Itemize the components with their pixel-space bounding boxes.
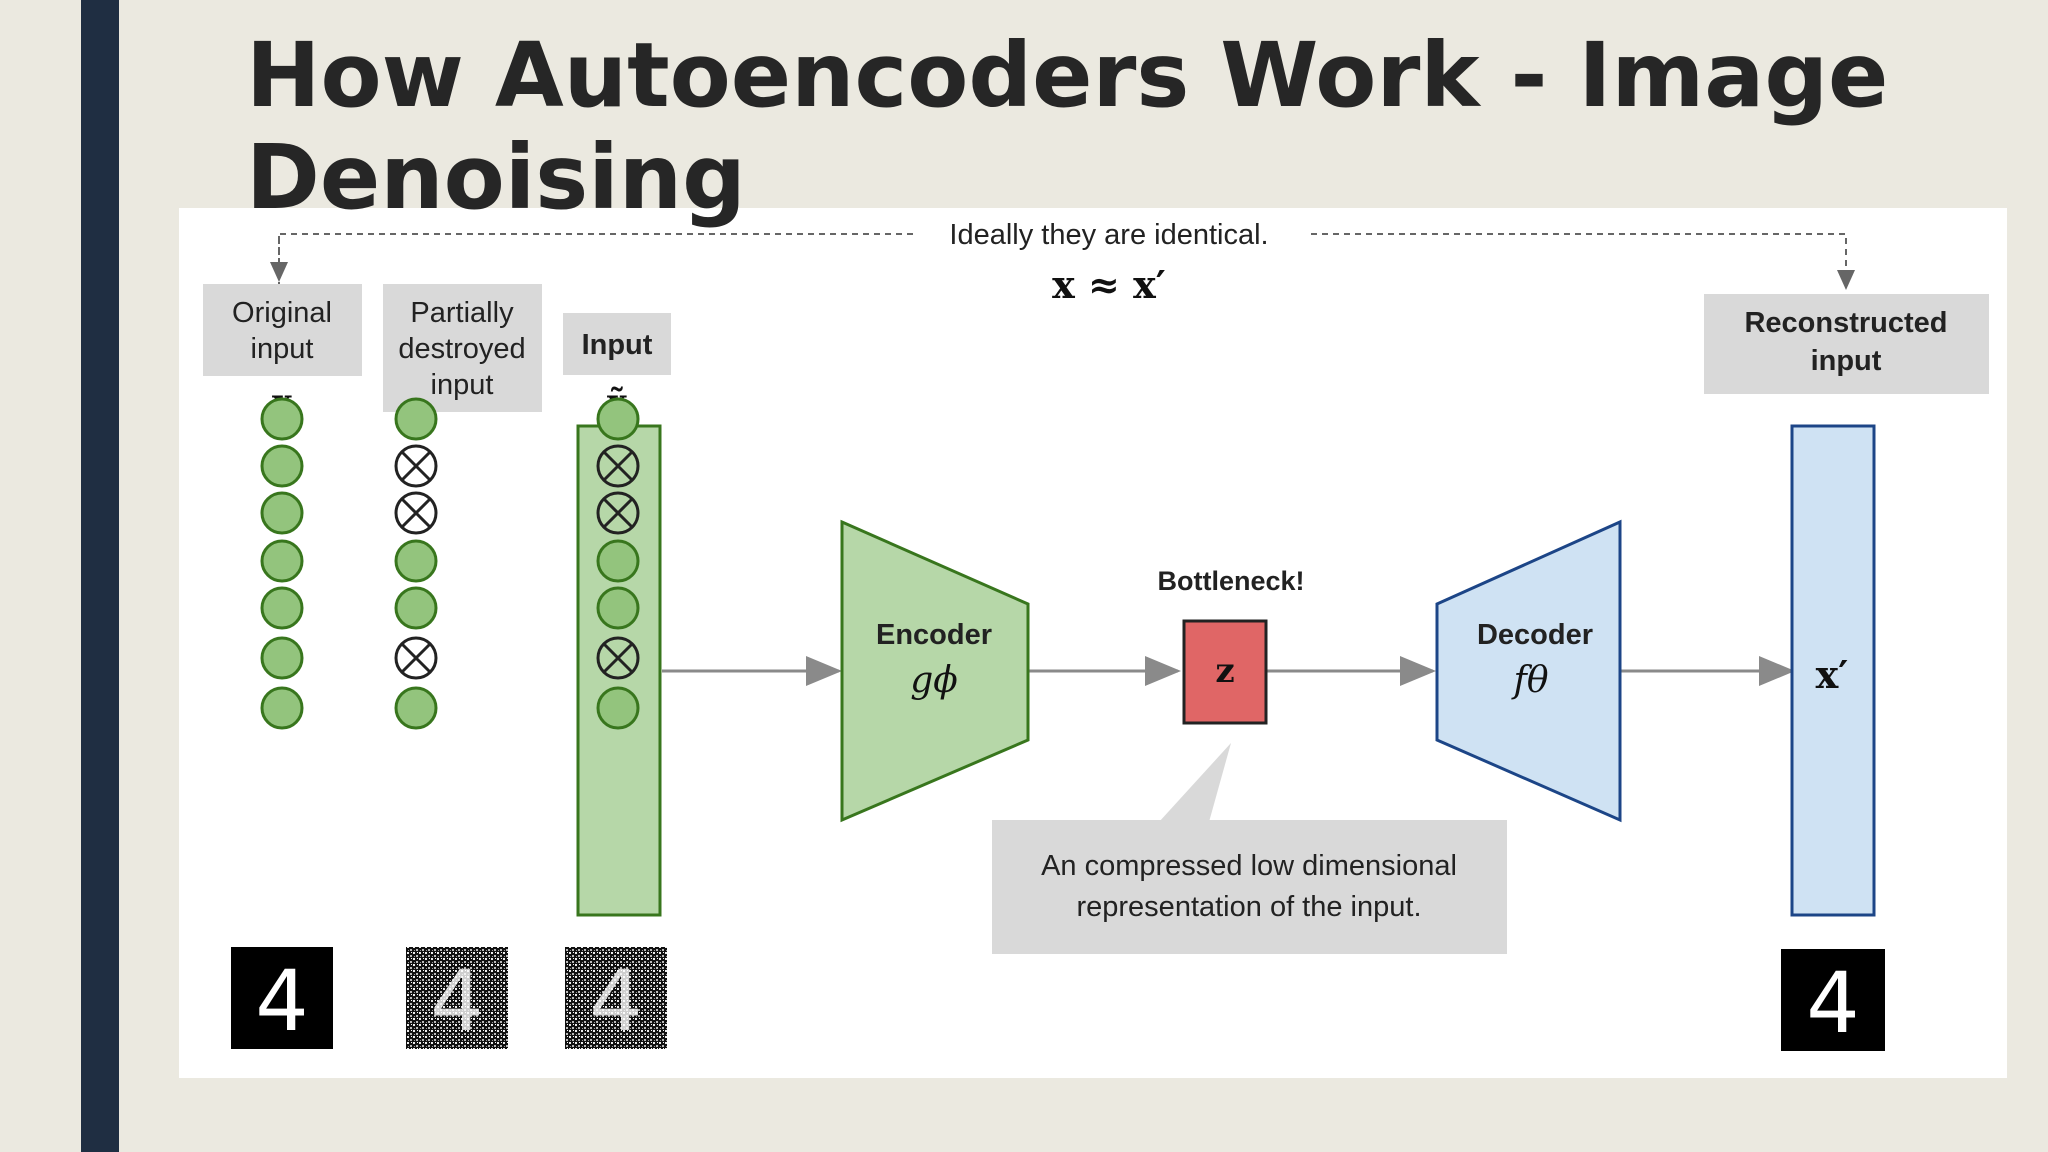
neuron-node: [394, 397, 438, 441]
label-reconstructed-1: Reconstructed: [1744, 307, 1947, 339]
output-layer-frame: [1790, 424, 1876, 917]
symbol-x-prime: x′: [1816, 652, 1849, 697]
neuron-node: [394, 586, 438, 630]
label-box-input: [563, 313, 671, 375]
node-column-partial: [394, 397, 438, 730]
label-partial-1: Partially: [410, 297, 514, 329]
node-column-original: [260, 397, 304, 730]
encoder-function: gϕ: [910, 660, 958, 701]
dropped-neuron-node: [394, 444, 438, 488]
sidebar-accent: [81, 0, 119, 1152]
neuron-node: [596, 686, 640, 730]
label-input: Input: [582, 329, 653, 361]
decoder-trapezoid: [1435, 519, 1622, 823]
identity-equation: x ≈ x′: [1052, 262, 1166, 307]
encoder-label: Encoder: [876, 619, 992, 651]
digit-original-glyph: 4: [255, 952, 308, 1050]
digit-image-reconstructed: 4: [1781, 949, 1885, 1052]
label-partial-3: input: [431, 369, 494, 401]
dropped-neuron-node: [394, 636, 438, 680]
decoder-function: fθ: [1511, 660, 1549, 701]
callout-box: [992, 820, 1507, 954]
identity-note: Ideally they are identical.: [949, 219, 1268, 251]
dropped-neuron-node: [596, 636, 640, 680]
digit-image-partial: 4: [406, 947, 508, 1050]
neuron-node: [260, 444, 304, 488]
callout-pointer: [1159, 743, 1231, 822]
digit-image-original: 4: [231, 947, 333, 1050]
decoder-label: Decoder: [1477, 619, 1593, 651]
bottleneck-z-box: [1182, 619, 1268, 725]
neuron-node: [394, 539, 438, 583]
neuron-node: [260, 397, 304, 441]
label-reconstructed-2: input: [1811, 345, 1882, 377]
neuron-node: [596, 539, 640, 583]
neuron-node: [394, 686, 438, 730]
label-partial-2: destroyed: [398, 333, 525, 365]
node-column-input: [596, 397, 640, 730]
digit-image-input: 4: [565, 947, 667, 1050]
neuron-node: [260, 636, 304, 680]
digit-reconstructed-glyph: 4: [1806, 954, 1859, 1052]
digit-partial-glyph: 4: [430, 952, 483, 1050]
dropped-neuron-node: [596, 491, 640, 535]
label-box-reconstructed: [1704, 294, 1989, 394]
neuron-node: [596, 397, 640, 441]
input-layer-frame: [576, 424, 662, 917]
neuron-node: [260, 539, 304, 583]
encoder-trapezoid: [840, 519, 1030, 823]
dropped-neuron-node: [394, 491, 438, 535]
digit-input-glyph: 4: [589, 952, 642, 1050]
neuron-node: [260, 491, 304, 535]
dropped-neuron-node: [596, 444, 640, 488]
neuron-node: [596, 586, 640, 630]
identity-connector: [270, 233, 1855, 306]
symbol-z: z: [1215, 651, 1234, 691]
label-box-partial: [383, 284, 542, 412]
label-original-1: Original: [232, 297, 332, 329]
callout-line-1: An compressed low dimensional: [1041, 850, 1457, 882]
label-box-original: [203, 284, 362, 376]
label-original-2: input: [251, 333, 314, 365]
neuron-node: [260, 586, 304, 630]
callout-line-2: representation of the input.: [1076, 891, 1421, 923]
neuron-node: [260, 686, 304, 730]
autoencoder-diagram: Ideally they are identical. x ≈ x′ Origi…: [179, 208, 2007, 1078]
bottleneck-label: Bottleneck!: [1157, 566, 1304, 596]
slide-title: How Autoencoders Work - Image Denoising: [246, 23, 1889, 229]
